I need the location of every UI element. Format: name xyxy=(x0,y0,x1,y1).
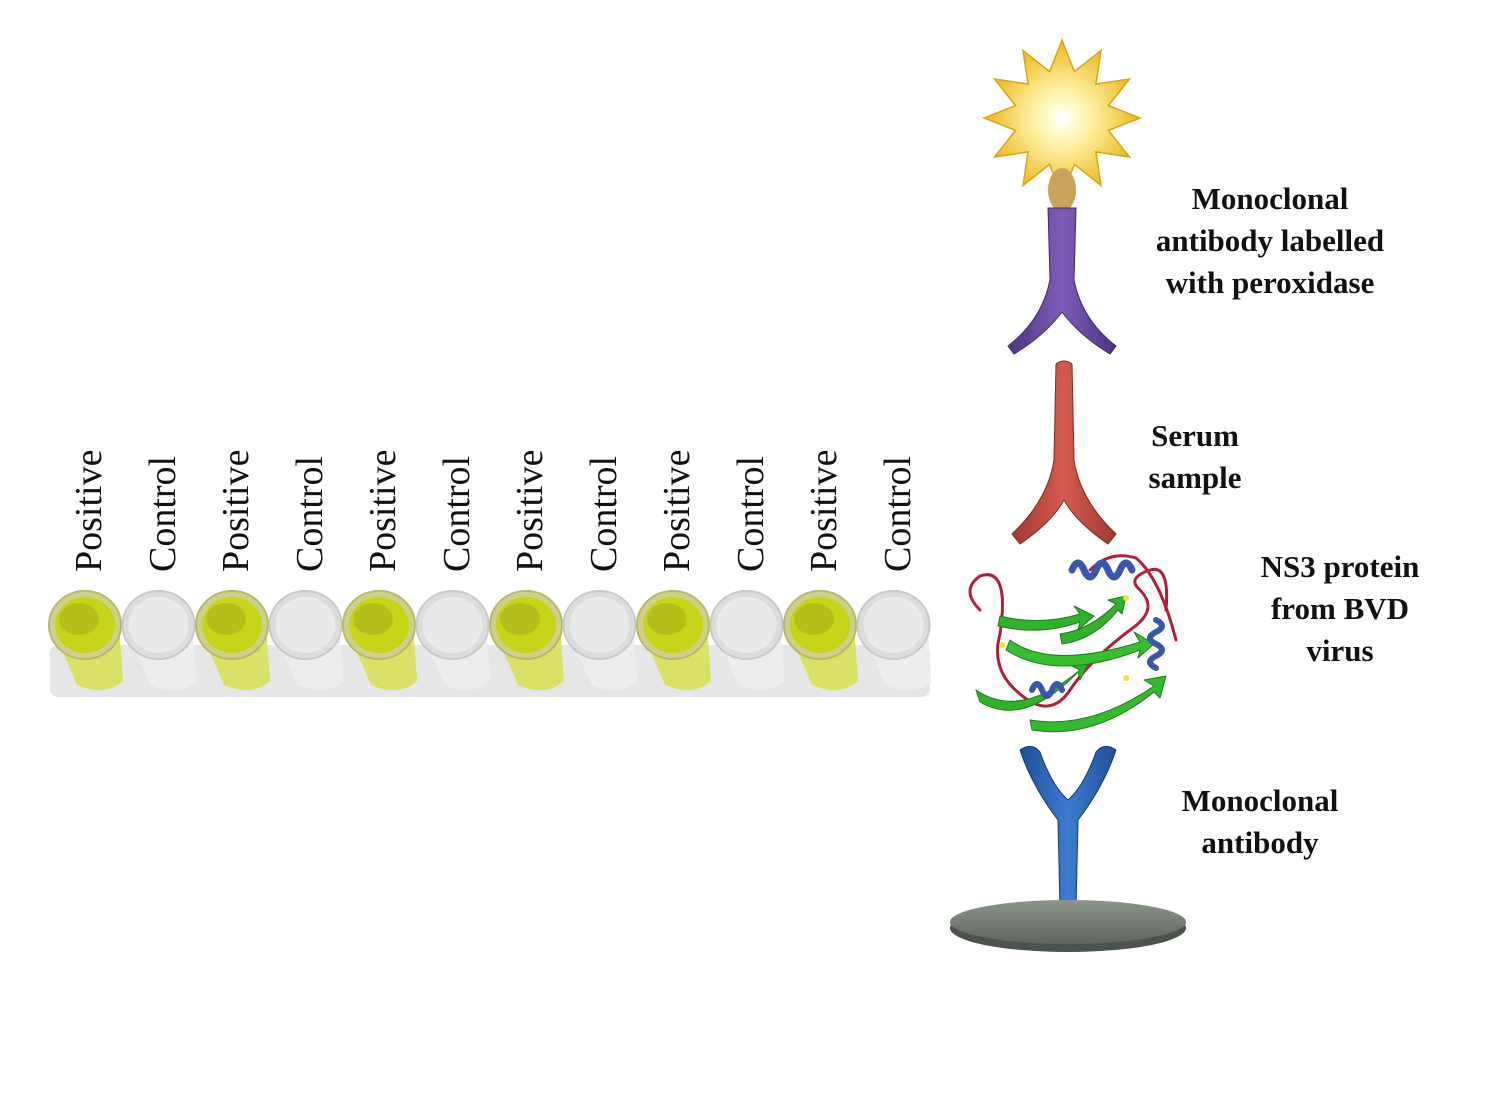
positive-well xyxy=(48,590,123,691)
well-label-6: Control xyxy=(435,455,478,572)
well-label-12: Control xyxy=(876,455,919,572)
well-label-1: Positive xyxy=(68,449,110,572)
well-label-9: Positive xyxy=(656,449,698,572)
capture-label: Monoclonal antibody xyxy=(1181,783,1339,860)
well-label-2: Control xyxy=(141,455,184,572)
positive-well xyxy=(195,590,270,691)
positive-well xyxy=(783,590,858,691)
well-label-7: Positive xyxy=(509,449,551,572)
capture-antibody xyxy=(1019,746,1117,917)
elisa-sandwich-graphic xyxy=(950,37,1186,952)
solid-phase-plate xyxy=(950,900,1186,952)
positive-well xyxy=(636,590,711,691)
control-well xyxy=(856,590,932,691)
well-labels: Positive Control Positive Control Positive Co… xyxy=(0,0,960,600)
positive-well xyxy=(342,590,417,691)
microplate-strip xyxy=(48,590,932,697)
serum-label: Serum sample xyxy=(1148,418,1242,495)
serum-antibody xyxy=(1011,360,1117,545)
control-well xyxy=(709,590,785,691)
peroxidase-enzyme xyxy=(981,37,1143,212)
antigen-label: NS3 protein from BVD virus xyxy=(1260,549,1420,668)
well-label-5: Positive xyxy=(362,449,404,572)
conjugate-label: Monoclonal antibody labelled with peroxi… xyxy=(1155,181,1385,300)
well-label-8: Control xyxy=(582,455,625,572)
well-label-4: Control xyxy=(288,455,331,572)
control-well xyxy=(268,590,344,691)
well-label-3: Positive xyxy=(215,449,257,572)
positive-well xyxy=(489,590,564,691)
control-well xyxy=(562,590,638,691)
control-well xyxy=(415,590,491,691)
ns3-protein xyxy=(968,554,1178,733)
well-label-10: Control xyxy=(729,455,772,572)
conjugate-antibody xyxy=(1007,207,1117,355)
control-well xyxy=(121,590,197,691)
well-label-11: Positive xyxy=(803,449,845,572)
